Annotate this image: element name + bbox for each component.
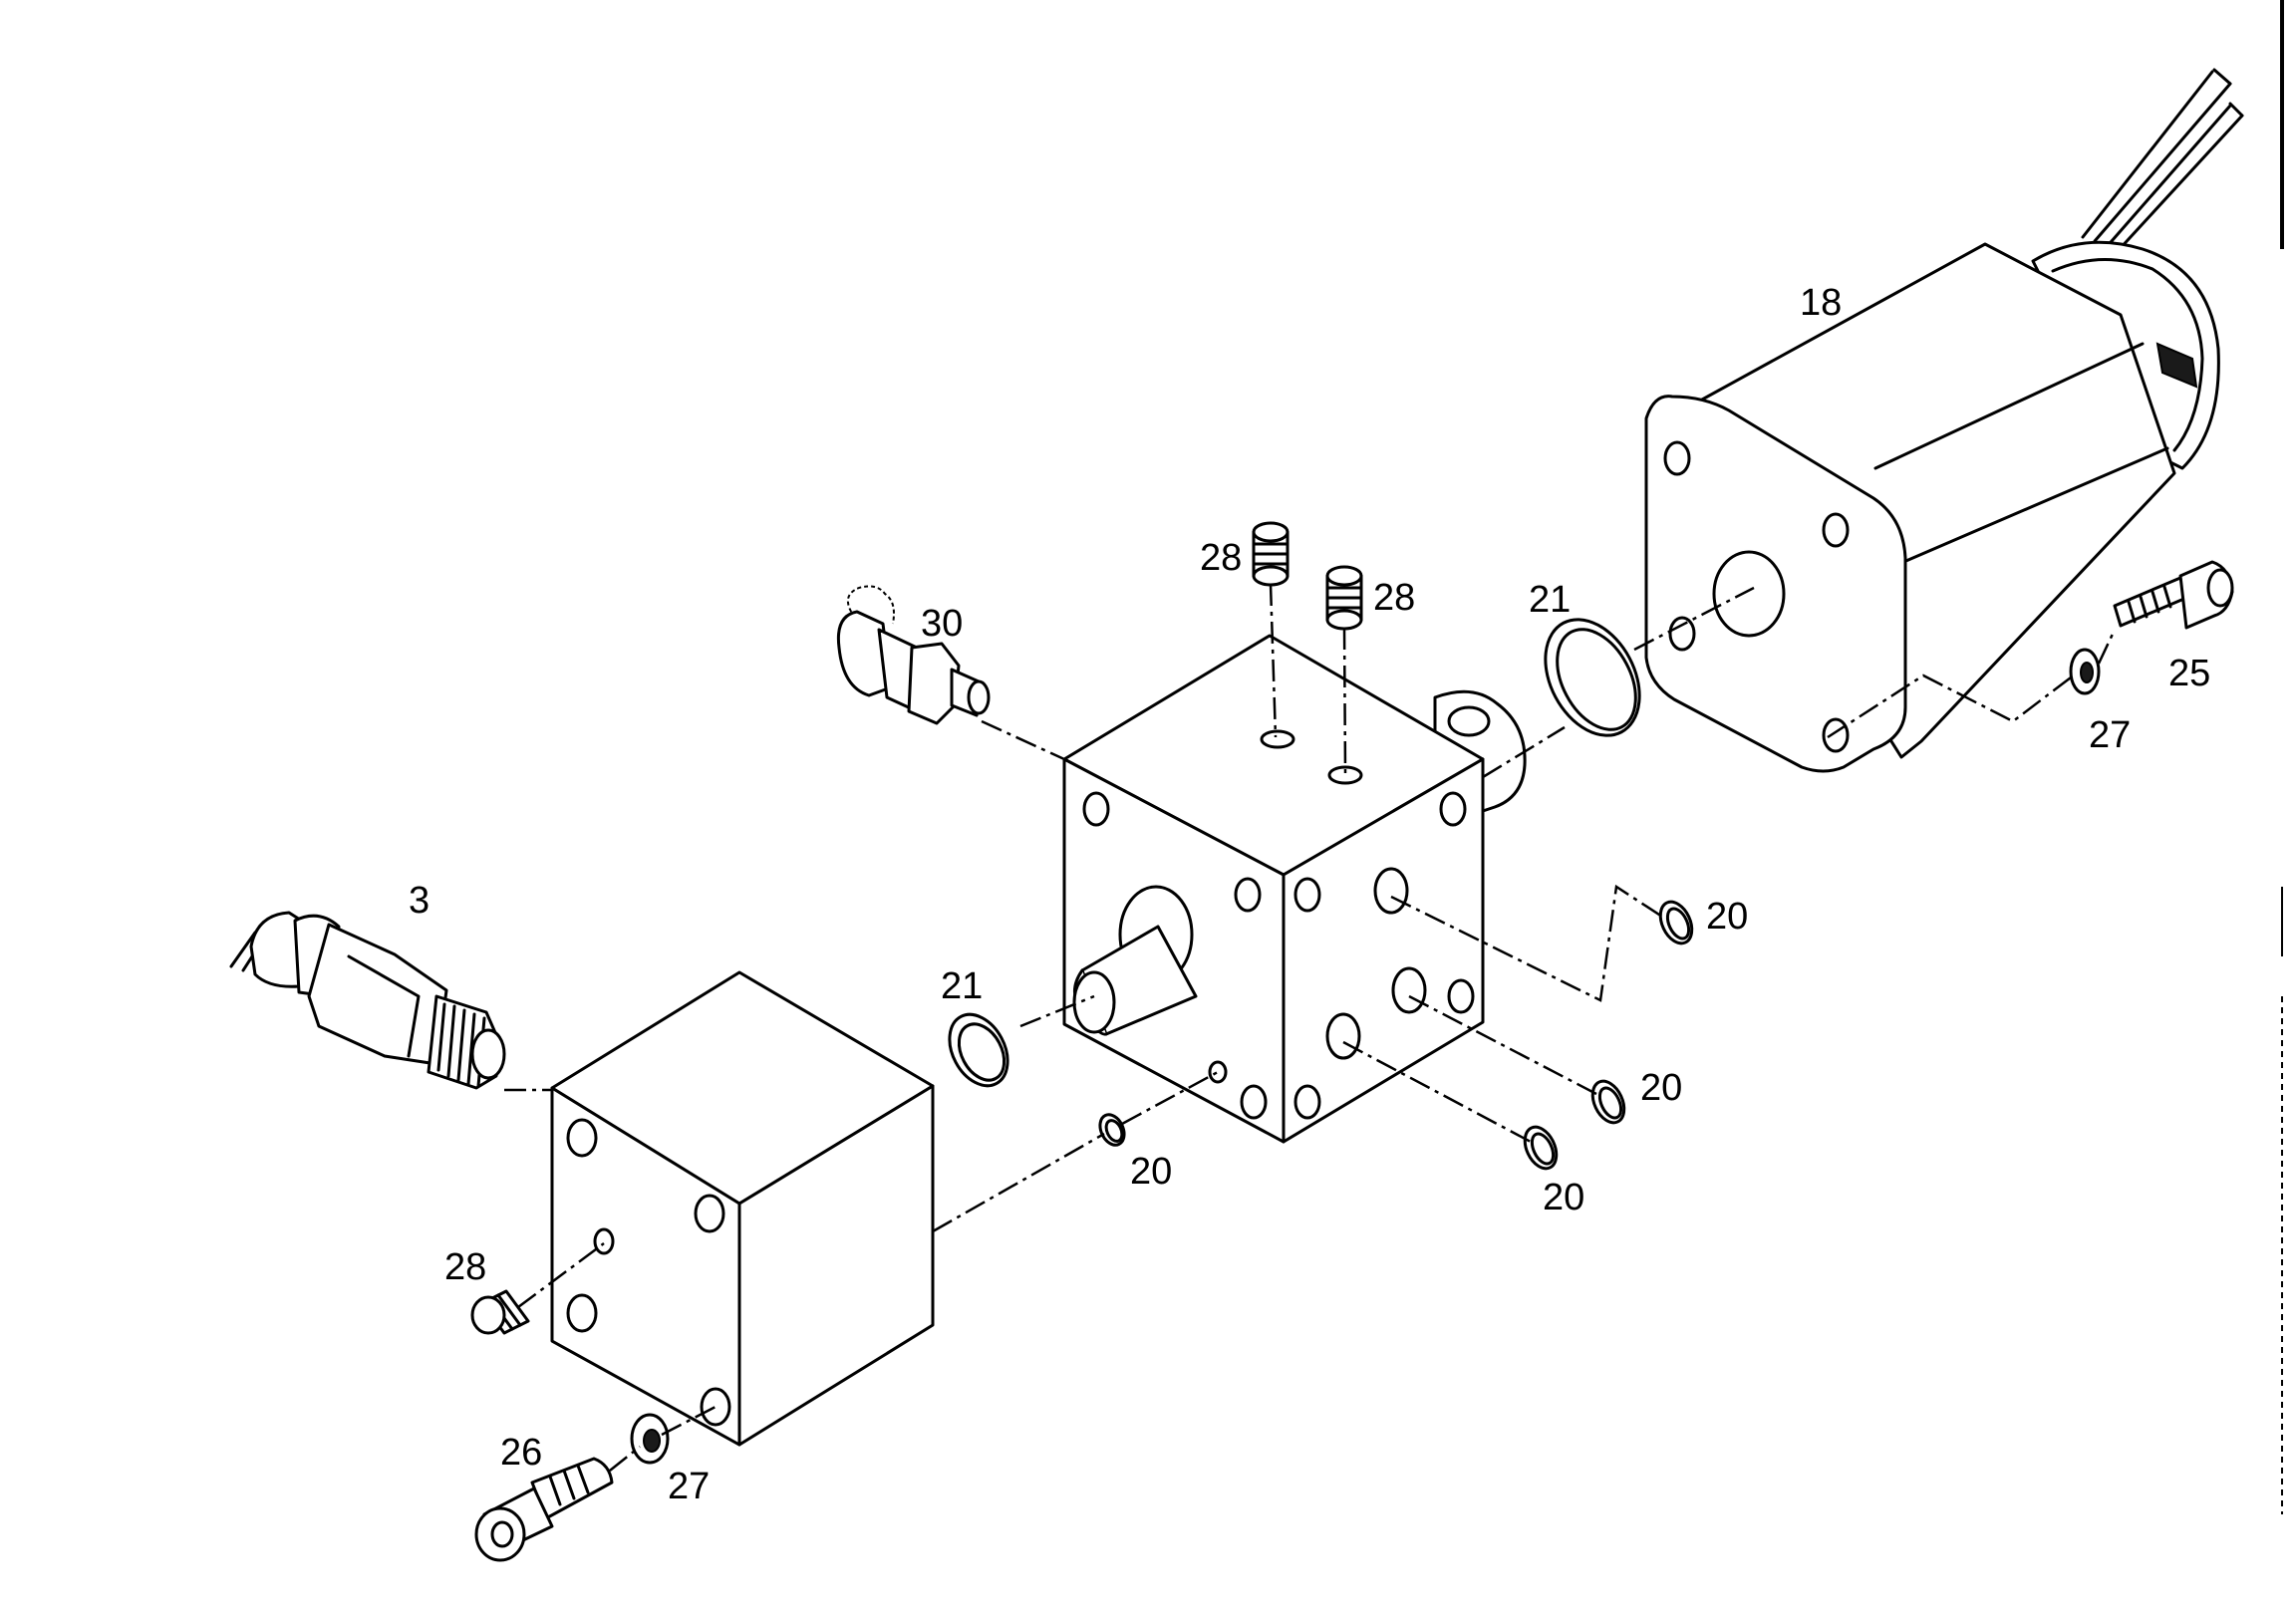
set-screw-28-top-a [1252,521,1290,587]
set-screw-28-top-b [1325,565,1363,631]
o-ring-20-b [1590,1079,1626,1125]
callout-27: 27 [2089,714,2131,756]
callout-27: 27 [668,1466,710,1507]
motor-part [1644,68,2244,773]
callout-20: 20 [1130,1151,1172,1193]
o-ring-20-d [1098,1113,1126,1147]
callout-28: 28 [444,1246,486,1288]
callout-28: 28 [1200,537,1242,579]
callout-26: 26 [500,1432,542,1474]
washer-27-upper [2069,648,2101,695]
callout-18: 18 [1800,282,1842,324]
washer-27-lower [630,1413,670,1465]
callout-20: 20 [1640,1067,1682,1109]
left-end-block [550,970,935,1447]
callout-3: 3 [409,880,430,922]
pressure-switch-3 [229,911,506,1090]
o-ring-21-lower [948,1012,1009,1088]
set-screw-28-left [470,1289,530,1335]
o-ring-21-upper [1544,618,1641,737]
callout-21: 21 [941,965,983,1007]
callout-20: 20 [1706,896,1748,938]
callout-28: 28 [1373,577,1415,619]
o-ring-20-a [1658,900,1694,945]
callout-20: 20 [1543,1177,1584,1218]
center-manifold-block [1062,634,1527,1144]
callout-21: 21 [1529,579,1571,621]
callout-labels: 18 28 28 21 30 25 27 3 21 20 20 20 20 28… [409,282,2210,1507]
cap-screw-25 [2113,560,2234,630]
fitting-30 [836,585,991,725]
callout-25: 25 [2168,653,2210,694]
cap-screw-26 [474,1457,614,1562]
assembly-center-lines [504,583,2117,1472]
callout-30: 30 [921,603,963,645]
o-ring-20-c [1523,1125,1559,1171]
